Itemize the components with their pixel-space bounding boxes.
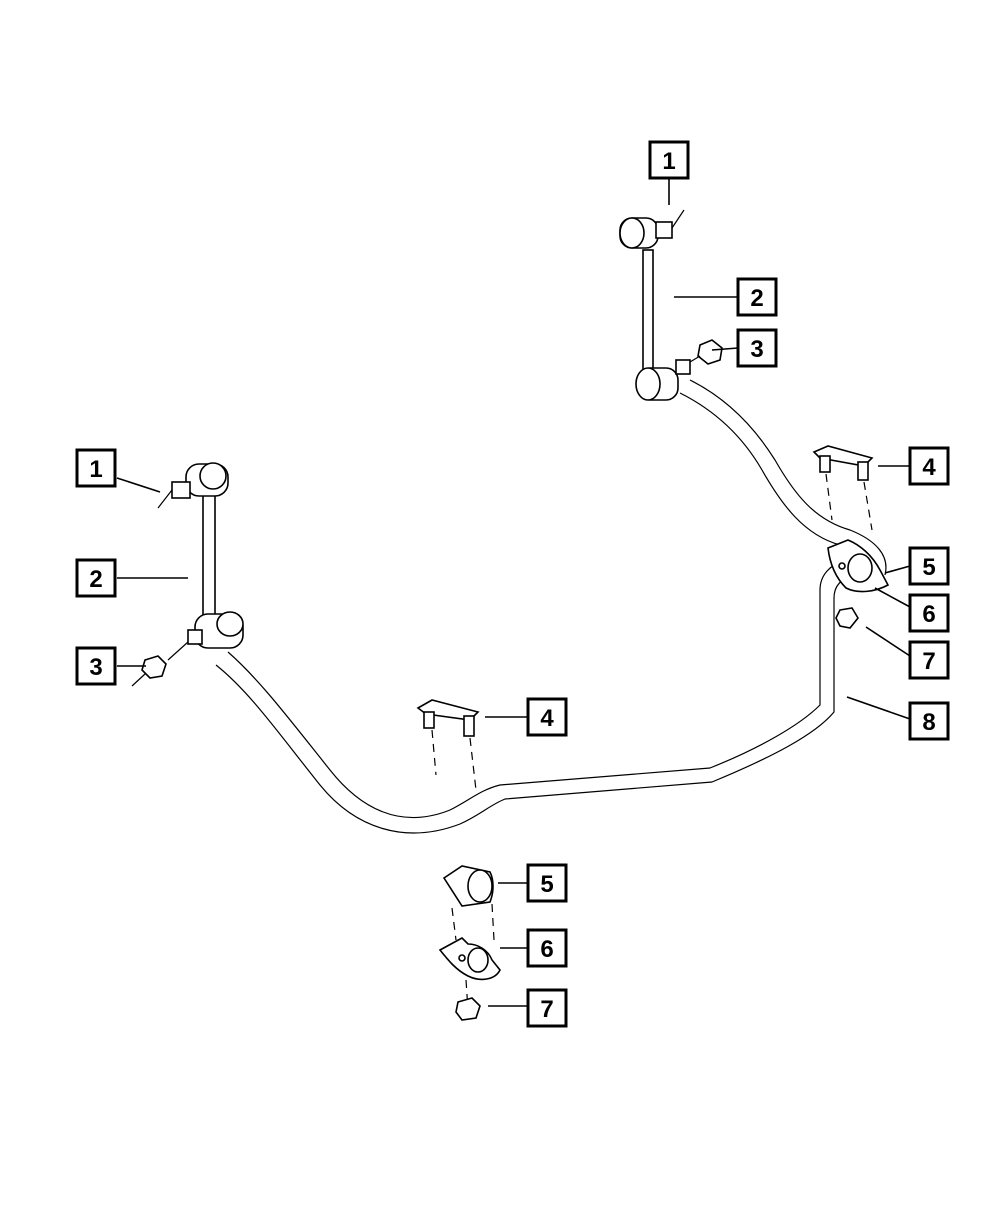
callout-c6a: 6 [908,593,950,633]
svg-text:5: 5 [922,554,935,581]
callout-c3b: 3 [75,646,117,686]
svg-text:3: 3 [750,336,763,363]
callout-c1b: 1 [75,448,117,488]
svg-text:5: 5 [540,871,553,898]
svg-text:4: 4 [540,705,554,732]
nut-loose [455,997,481,1021]
stabilizer-link-right [619,209,691,401]
leader-lines [116,178,911,1007]
callout-c7a: 7 [908,640,950,680]
callout-c6b: 6 [526,928,568,968]
callout-c5b: 5 [526,863,568,903]
stabilizer-link-left [157,462,244,661]
callout-c8a: 8 [908,701,950,741]
svg-text:1: 1 [89,456,102,483]
svg-text:3: 3 [89,654,102,681]
svg-text:7: 7 [922,648,935,675]
callout-c4b: 4 [526,697,568,737]
callout-c2a: 2 [736,277,778,317]
svg-text:6: 6 [540,936,553,963]
bracket-bolts-right [812,445,874,531]
bracket-bolts-center [416,699,480,791]
svg-text:8: 8 [922,709,935,736]
nut-mounted-right [835,607,859,629]
svg-text:2: 2 [89,566,102,593]
callout-c7b: 7 [526,988,568,1028]
bushing-loose [442,865,495,941]
svg-text:7: 7 [540,996,553,1023]
link-nut-right [689,339,723,365]
svg-text:1: 1 [662,148,675,175]
callout-c4a: 4 [908,446,950,486]
link-nut-left [131,655,167,687]
callout-c1a: 1 [648,140,690,180]
svg-text:4: 4 [922,454,936,481]
svg-text:6: 6 [922,601,935,628]
callout-c3a: 3 [736,328,778,368]
svg-text:2: 2 [750,285,763,312]
stabilizer-bar [215,379,887,834]
clamp-mounted-right [827,539,890,593]
clamp-loose [438,937,501,1011]
callout-c5a: 5 [908,546,950,586]
callout-c2b: 2 [75,558,117,598]
